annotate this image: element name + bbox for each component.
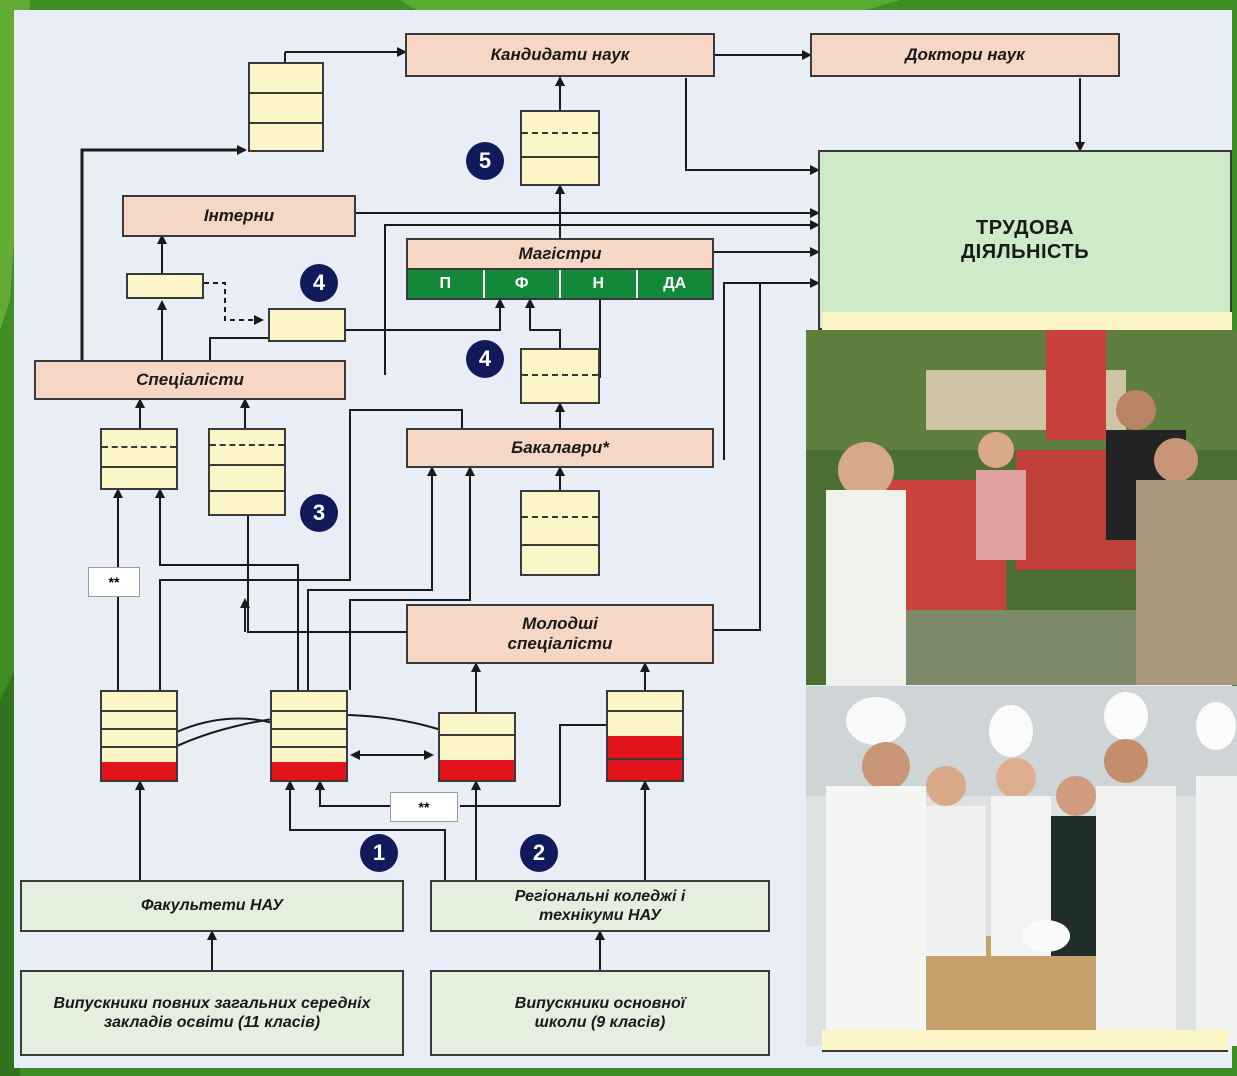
stack-bottom-1 [100,690,178,782]
box-colleges: Регіональні коледжі і технікуми НАУ [430,880,770,932]
stack-bottom-3 [438,712,516,782]
stack-to-interns [126,273,204,299]
box-candidates: Кандидати наук [405,33,715,77]
box-bachelors: Бакалаври* [406,428,714,468]
photo-frame-bottom [822,1030,1228,1052]
box-doctors: Доктори наук [810,33,1120,77]
badge-1: 1 [360,834,398,872]
stack-bottom-4 [606,690,684,782]
photo-veterinary-students [806,686,1237,1046]
stack-bottom-2 [270,690,348,782]
footnote-mark-bottom: ** [390,792,458,822]
stack-to-bachelors [520,490,600,576]
subject-n: Н [561,270,638,298]
subject-p: П [408,270,485,298]
box-interns: Інтерни [122,195,356,237]
footnote-mark-left: ** [88,567,140,597]
badge-2: 2 [520,834,558,872]
stack-level-3a [100,428,178,490]
box-masters: Магістри [406,238,714,270]
box-specialists: Спеціалісти [34,360,346,400]
stack-to-masters [520,348,600,404]
stack-to-candidates [520,110,600,186]
subject-da: ДА [637,270,712,298]
box-grads-11: Випускники повних загальних середніх зак… [20,970,404,1056]
photo-workers [806,330,1237,685]
stack-top-left [248,62,324,152]
stack-level-4a [268,308,346,342]
box-labor: ТРУДОВА ДІЯЛЬНІСТЬ [818,150,1232,330]
stack-level-3b [208,428,286,516]
subject-f: Ф [484,270,561,298]
master-subjects: П Ф Н ДА [406,268,714,300]
box-grads-9: Випускники основної школи (9 класів) [430,970,770,1056]
box-faculties: Факультети НАУ [20,880,404,932]
badge-3: 3 [300,494,338,532]
badge-5: 5 [466,142,504,180]
photo-frame-top [822,312,1232,330]
badge-4-lower: 4 [466,340,504,378]
badge-4-upper: 4 [300,264,338,302]
box-junior-specialists: Молодші спеціалісти [406,604,714,664]
